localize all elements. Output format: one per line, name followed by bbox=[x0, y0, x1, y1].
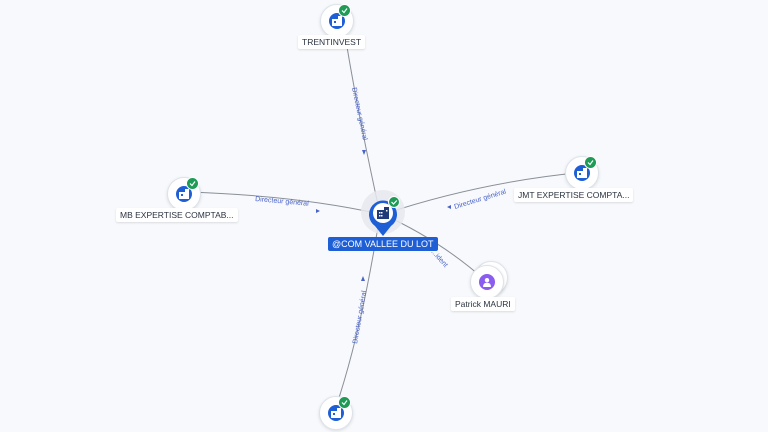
node-mb-expertise-check bbox=[186, 177, 199, 190]
node-trentinvest-inner bbox=[329, 13, 345, 29]
building-icon bbox=[331, 408, 341, 418]
check-icon bbox=[391, 200, 398, 205]
node-patrick-mauri-bubble[interactable] bbox=[470, 265, 504, 299]
center-check-bg bbox=[388, 196, 400, 208]
check-icon bbox=[341, 8, 348, 14]
edge-label-bottom: Directeur général bbox=[352, 290, 368, 345]
check-icon bbox=[341, 400, 348, 406]
node-jmt-expertise-inner bbox=[574, 165, 590, 181]
node-mb-expertise-label: MB EXPERTISE COMPTAB... bbox=[116, 208, 238, 222]
node-jmt-expertise-check bbox=[584, 156, 597, 169]
node-bottom-company-inner bbox=[328, 405, 344, 421]
edge-label-top: Directeur général bbox=[350, 87, 368, 141]
node-trentinvest-label: TRENTINVEST bbox=[298, 35, 366, 49]
check-icon bbox=[587, 160, 594, 166]
node-mb-expertise-bubble[interactable] bbox=[167, 177, 201, 211]
person-icon bbox=[483, 278, 491, 287]
edge-label-person: ...ident bbox=[430, 249, 449, 269]
node-patrick-mauri-inner bbox=[479, 274, 495, 290]
arrow-right bbox=[447, 205, 451, 209]
building-icon bbox=[179, 189, 189, 199]
arrow-top bbox=[362, 150, 366, 155]
arrow-left bbox=[316, 209, 320, 213]
building-icon bbox=[332, 16, 342, 26]
edge-left bbox=[189, 191, 381, 215]
check-icon bbox=[189, 181, 196, 187]
arrow-bottom bbox=[361, 276, 365, 281]
edge-right bbox=[383, 171, 586, 215]
edge-label-left: Directeur général bbox=[255, 196, 310, 208]
node-bottom-company-check bbox=[338, 396, 351, 409]
building-icon bbox=[577, 168, 587, 178]
node-jmt-expertise-label: JMT EXPERTISE COMPTA... bbox=[514, 188, 634, 202]
node-patrick-mauri-label: Patrick MAURI bbox=[451, 297, 515, 311]
node-trentinvest-check bbox=[338, 4, 351, 17]
center-node-label[interactable]: @COM VALLEE DU LOT bbox=[328, 237, 438, 251]
node-mb-expertise-inner bbox=[176, 186, 192, 202]
building-icon bbox=[377, 207, 389, 219]
